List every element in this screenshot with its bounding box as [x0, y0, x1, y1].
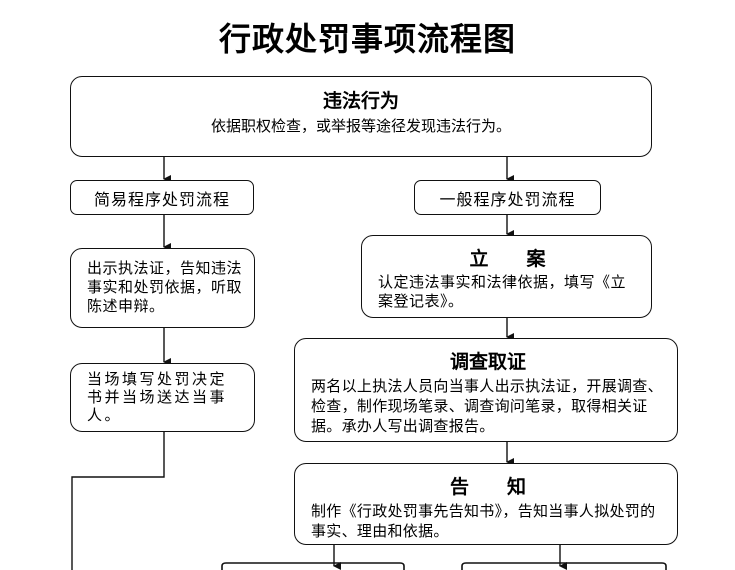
general-flow-box: 一般程序处罚流程 [414, 180, 601, 215]
show-cert-box: 出示执法证，告知违法事实和处罚依据，听取陈述申辩。 [70, 248, 255, 328]
violation-box: 违法行为 依据职权检查，或举报等途径发现违法行为。 [70, 76, 652, 157]
connector-decision-down [71, 432, 165, 570]
next-box-left-top [221, 562, 405, 570]
violation-heading: 违法行为 [322, 90, 399, 112]
notify-heading: 告 知 [449, 476, 526, 498]
violation-description: 依据职权检查，或举报等途径发现违法行为。 [210, 117, 511, 135]
notify-box: 告 知 制作《行政处罚事先告知书》，告知当事人拟处罚的事实、理由和依据。 [294, 463, 678, 545]
decision-onsite-text: 当场填写处罚决定书并当场送达当事人。 [87, 370, 228, 424]
page-title: 行政处罚事项流程图 [218, 20, 516, 58]
next-box-right-top [461, 562, 667, 570]
investigate-heading: 调查取证 [449, 351, 526, 373]
investigate-text: 两名以上执法人员向当事人出示执法证，开展调查、检查，制作现场笔录、调查询问笔录，… [311, 377, 663, 435]
show-cert-text: 出示执法证，告知违法事实和处罚依据，听取陈述申辩。 [87, 259, 243, 315]
decision-onsite-box: 当场填写处罚决定书并当场送达当事人。 [70, 363, 255, 432]
register-text: 认定违法事实和法律依据，填写《立案登记表》。 [378, 273, 627, 310]
simple-flow-label: 简易程序处罚流程 [93, 189, 230, 209]
notify-text: 制作《行政处罚事先告知书》，告知当事人拟处罚的事实、理由和依据。 [311, 502, 656, 540]
register-heading: 立 案 [469, 248, 546, 270]
general-flow-label: 一般程序处罚流程 [439, 189, 576, 209]
register-box: 立 案 认定违法事实和法律依据，填写《立案登记表》。 [361, 235, 652, 318]
simple-flow-box: 简易程序处罚流程 [70, 180, 254, 215]
investigate-box: 调查取证 两名以上执法人员向当事人出示执法证，开展调查、检查，制作现场笔录、调查… [294, 338, 678, 442]
